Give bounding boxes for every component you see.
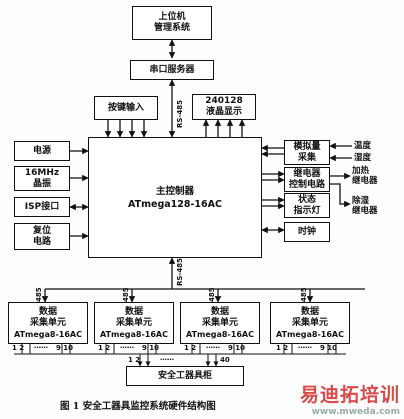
main-controller-box: 主控制器 ATmega128-16AC <box>88 137 262 258</box>
acq3-line-2: 采集单元 <box>201 317 238 328</box>
watermark-url: www.mweda.com <box>311 407 400 417</box>
key-input-label: 按键输入 <box>107 102 144 113</box>
acq4-line-1: 数据 <box>300 306 319 317</box>
crystal-line-2: 晶振 <box>32 178 51 189</box>
heating-relay-label: 加热 继电器 <box>352 166 378 186</box>
temperature-label: 温度 <box>354 141 372 151</box>
acq2-line-1: 数据 <box>124 306 143 317</box>
status-line-2: 指示灯 <box>293 205 321 216</box>
acq4-line-2: 采集单元 <box>291 317 328 328</box>
isp-interface-box: ISP接口 <box>14 197 70 217</box>
heat-line-1: 加热 <box>352 166 370 176</box>
analog-line-1: 模拟量 <box>293 141 321 152</box>
acq1-dots: …… <box>34 342 48 350</box>
rs485-label-top: RS-485 <box>176 100 184 128</box>
crystal-box: 16MHz 晶振 <box>14 166 70 191</box>
acq4-line-3: ATmega8-16AC <box>276 329 344 339</box>
relay-line-1: 继电器 <box>293 168 321 179</box>
host-line-1: 上位机 <box>158 12 186 22</box>
acq1-line-3: ATmega8-16AC <box>14 329 82 339</box>
bus-label-2: 485 <box>122 287 130 302</box>
lcd-display-box: 240128 液晶显示 <box>192 94 256 120</box>
crystal-line-1: 16MHz <box>24 167 60 178</box>
acq3-right-num: 9 10 <box>228 344 246 352</box>
dehumid-line-1: 除湿 <box>352 196 370 206</box>
analog-line-2: 采集 <box>297 152 316 163</box>
rs485-label-bottom: RS-485 <box>176 258 184 286</box>
reset-line-2: 电路 <box>32 236 51 247</box>
acq2-dots: …… <box>120 342 134 350</box>
acq2-left-num: 1 2 <box>98 344 111 352</box>
watermark: 易迪拓培训 www.mweda.com <box>300 380 400 417</box>
humidity-label: 湿度 <box>354 153 372 163</box>
acq3-line-3: ATmega8-16AC <box>186 329 254 339</box>
figure-caption: 图 1 安全工器具监控系统硬件结构图 <box>60 401 216 412</box>
clock-label: 时钟 <box>297 226 316 237</box>
cabinet-dots: …… <box>160 354 174 362</box>
bus-label-4: 485 <box>300 287 308 302</box>
reset-line-1: 复位 <box>32 225 51 236</box>
lcd-line-2: 液晶显示 <box>205 107 242 117</box>
acquisition-unit-2: 数据 采集单元 ATmega8-16AC <box>94 302 174 344</box>
acq1-line-2: 采集单元 <box>29 317 66 328</box>
acq2-right-num: 9 10 <box>142 344 160 352</box>
status-line-1: 状态 <box>297 194 316 205</box>
cabinet-label: 安全工器具柜 <box>157 370 212 381</box>
reset-circuit-box: 复位 电路 <box>14 223 70 250</box>
acq3-line-1: 数据 <box>210 306 229 317</box>
bus-label-3: 485 <box>208 287 216 302</box>
acq1-right-num: 9 10 <box>56 344 74 352</box>
host-management-box: 上位机 管理系统 <box>132 6 212 40</box>
acq4-right-num: 9 10 <box>320 344 338 352</box>
power-box: 电源 <box>14 141 70 161</box>
watermark-text: 易迪拓培训 <box>299 384 400 406</box>
serial-server-box: 串口服务器 <box>130 60 214 80</box>
acq4-left-num: 1 2 <box>276 344 289 352</box>
analog-acquisition-box: 模拟量 采集 <box>284 140 330 165</box>
serial-server-label: 串口服务器 <box>149 64 195 75</box>
cabinet-left-num: 1 2 <box>128 356 141 364</box>
acquisition-unit-4: 数据 采集单元 ATmega8-16AC <box>270 302 350 344</box>
isp-label: ISP接口 <box>24 201 60 212</box>
relay-control-box: 继电器 控制电路 <box>284 167 330 192</box>
dehumid-relay-label: 除湿 继电器 <box>352 196 378 216</box>
clock-box: 时钟 <box>284 222 330 242</box>
bus-label-1: 485 <box>35 287 43 302</box>
acq1-left-num: 1 2 <box>12 344 25 352</box>
acq2-line-2: 采集单元 <box>115 317 152 328</box>
acquisition-unit-1: 数据 采集单元 ATmega8-16AC <box>8 302 88 344</box>
acq3-dots: …… <box>206 342 220 350</box>
acq3-left-num: 1 2 <box>184 344 197 352</box>
status-light-box: 状态 指示灯 <box>284 193 330 218</box>
heat-line-2: 继电器 <box>352 176 378 186</box>
acq1-line-1: 数据 <box>38 306 57 317</box>
relay-line-2: 控制电路 <box>288 179 325 190</box>
acq4-dots: …… <box>298 342 312 350</box>
mcu-line-1: 主控制器 <box>155 185 194 197</box>
host-line-2: 管理系统 <box>153 23 190 33</box>
acq2-line-3: ATmega8-16AC <box>100 329 168 339</box>
power-label: 电源 <box>32 145 51 156</box>
acquisition-unit-3: 数据 采集单元 ATmega8-16AC <box>180 302 260 344</box>
lcd-line-1: 240128 <box>205 96 243 106</box>
dehumid-line-2: 继电器 <box>352 206 378 216</box>
cabinet-right-num: 40 <box>220 356 230 364</box>
mcu-line-2: ATmega128-16AC <box>128 198 222 210</box>
key-input-box: 按键输入 <box>94 96 158 120</box>
safety-tool-cabinet-box: 安全工器具柜 <box>126 366 244 386</box>
